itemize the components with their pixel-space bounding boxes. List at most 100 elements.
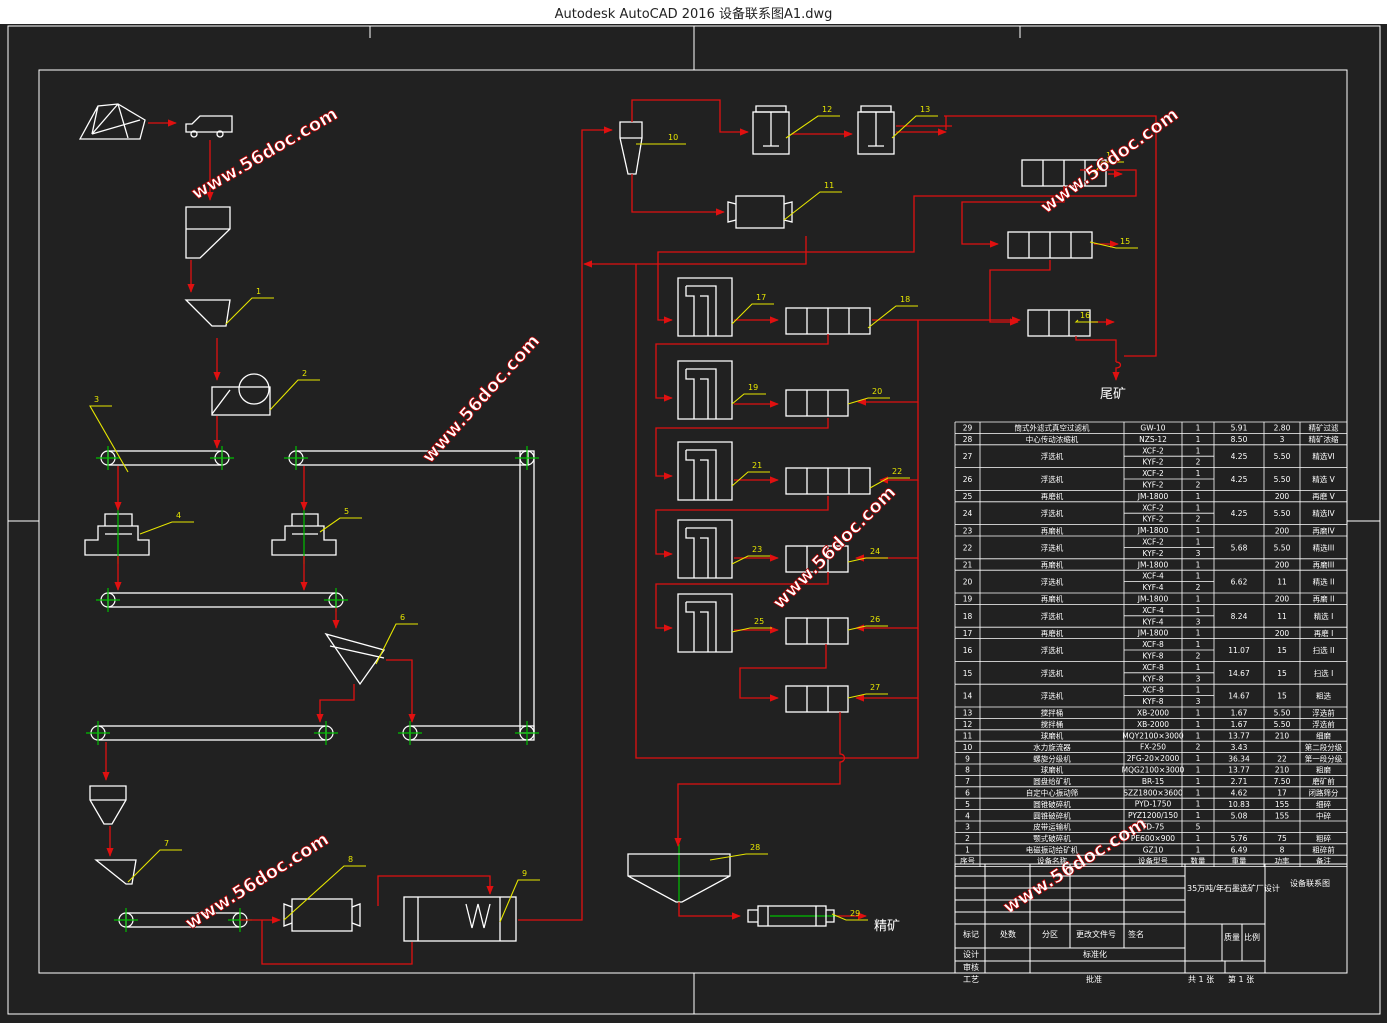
table-header-cell: 设备型号	[1138, 856, 1168, 866]
table-cell: 5.91	[1231, 424, 1248, 433]
part-number-16: 16	[1080, 311, 1090, 320]
leader-line	[499, 879, 540, 923]
table-cell: 8	[965, 766, 970, 775]
leader-line	[847, 625, 888, 631]
table-cell: KYF-2	[1142, 481, 1163, 490]
table-cell: 1	[1196, 709, 1201, 718]
concentrate-label: 精矿	[874, 919, 900, 934]
leader-line	[89, 405, 129, 473]
part-number-10: 10	[668, 133, 678, 142]
table-cell: 17	[963, 629, 973, 638]
table-cell: KYF-8	[1142, 697, 1163, 706]
leader-line	[731, 627, 772, 633]
leader-line	[867, 305, 918, 329]
table-cell: 球磨机	[1041, 765, 1064, 775]
table-cell: 4.25	[1231, 475, 1248, 484]
table-header-cell: 数量	[1191, 856, 1207, 866]
table-cell: XB-2000	[1137, 709, 1169, 718]
part-number-26: 26	[870, 615, 880, 624]
table-cell: 1	[965, 846, 970, 855]
table-cell: 1	[1196, 538, 1201, 547]
table-cell: 14	[963, 692, 973, 701]
table-cell: 17	[1277, 789, 1287, 798]
tailings-label: 尾矿	[1100, 387, 1126, 402]
table-cell: 浮选前	[1312, 708, 1335, 718]
tb-weight: 质量	[1224, 932, 1240, 942]
table-cell: 浮选机	[1041, 668, 1064, 678]
table-cell: 24	[963, 509, 973, 518]
table-cell: 圆锥破碎机	[1033, 799, 1071, 809]
table-cell: 22	[1277, 754, 1287, 763]
table-cell: 6.49	[1231, 846, 1248, 855]
table-cell: 5.50	[1274, 509, 1291, 518]
table-cell: 2	[965, 834, 970, 843]
table-cell: 20	[963, 578, 973, 587]
table-cell: 8.50	[1231, 435, 1248, 444]
table-cell: 1	[1196, 469, 1201, 478]
table-cell: 细碎	[1316, 799, 1332, 809]
table-cell: 浮选机	[1041, 451, 1064, 461]
leader-line	[269, 379, 320, 411]
part-number-11: 11	[824, 181, 834, 190]
part-number-27: 27	[870, 683, 880, 692]
table-cell: KYF-8	[1142, 674, 1163, 683]
table-cell: 6	[965, 789, 970, 798]
table-cell: 中碎	[1316, 810, 1332, 820]
table-cell: XCF-8	[1142, 663, 1164, 672]
table-cell: 15	[1277, 669, 1287, 678]
table-cell: GW-10	[1140, 424, 1165, 433]
table-cell: 9	[965, 754, 970, 763]
table-cell: 浮选机	[1041, 645, 1064, 655]
table-cell: KYF-2	[1142, 515, 1163, 524]
table-cell: KYF-4	[1142, 617, 1163, 626]
table-cell: 1	[1196, 788, 1201, 797]
table-cell: 闭路筛分	[1309, 788, 1339, 798]
table-cell: 1	[1196, 686, 1201, 695]
table-cell: 第一段分级	[1305, 753, 1343, 763]
cad-drawing[interactable]: 1234567891011121314151617181920212223242…	[0, 24, 1387, 1019]
table-cell: 第二段分级	[1305, 742, 1343, 752]
table-cell: 精矿过滤	[1309, 423, 1339, 433]
table-cell: 10	[963, 743, 973, 752]
table-cell: 再磨机	[1041, 628, 1064, 638]
table-cell: 球磨机	[1041, 731, 1064, 741]
table-cell: 8	[1280, 846, 1285, 855]
table-cell: 5	[1196, 823, 1201, 832]
flotation-section	[619, 105, 1107, 927]
tb-sheets: 共 1 张	[1188, 975, 1214, 984]
leader-line	[709, 853, 768, 861]
leader-line	[319, 517, 362, 533]
table-cell: 8.24	[1231, 612, 1248, 621]
leader-line	[847, 557, 888, 563]
table-cell: 23	[963, 526, 973, 535]
tb-check: 审核	[963, 962, 979, 972]
leader-line	[283, 865, 366, 921]
leader-line	[847, 397, 890, 405]
table-cell: 粗碎	[1316, 833, 1332, 843]
table-cell: 细磨	[1316, 731, 1332, 741]
table-cell: 200	[1275, 492, 1290, 501]
table-cell: 5.76	[1231, 834, 1248, 843]
tb-mark: 标记	[963, 929, 979, 939]
table-cell: 1	[1196, 811, 1201, 820]
tb-count: 处数	[1000, 929, 1016, 939]
table-cell: 200	[1275, 526, 1290, 535]
table-cell: 1	[1196, 731, 1201, 740]
table-cell: XCF-8	[1142, 686, 1164, 695]
title-block	[954, 863, 1348, 974]
table-cell: 200	[1275, 595, 1290, 604]
table-header-cell: 备注	[1316, 856, 1332, 866]
table-cell: 3	[1196, 697, 1201, 706]
table-cell: XCF-2	[1142, 446, 1164, 455]
table-cell: 19	[963, 595, 973, 604]
table-cell: MQY2100×3000	[1122, 731, 1184, 740]
part-number-6: 6	[400, 613, 405, 622]
table-cell: 29	[963, 424, 973, 433]
tb-sign: 签名	[1128, 929, 1144, 939]
table-cell: 13.77	[1228, 732, 1250, 741]
part-number-24: 24	[870, 547, 880, 556]
leader-line	[869, 477, 910, 489]
table-cell: FX-250	[1140, 743, 1166, 752]
